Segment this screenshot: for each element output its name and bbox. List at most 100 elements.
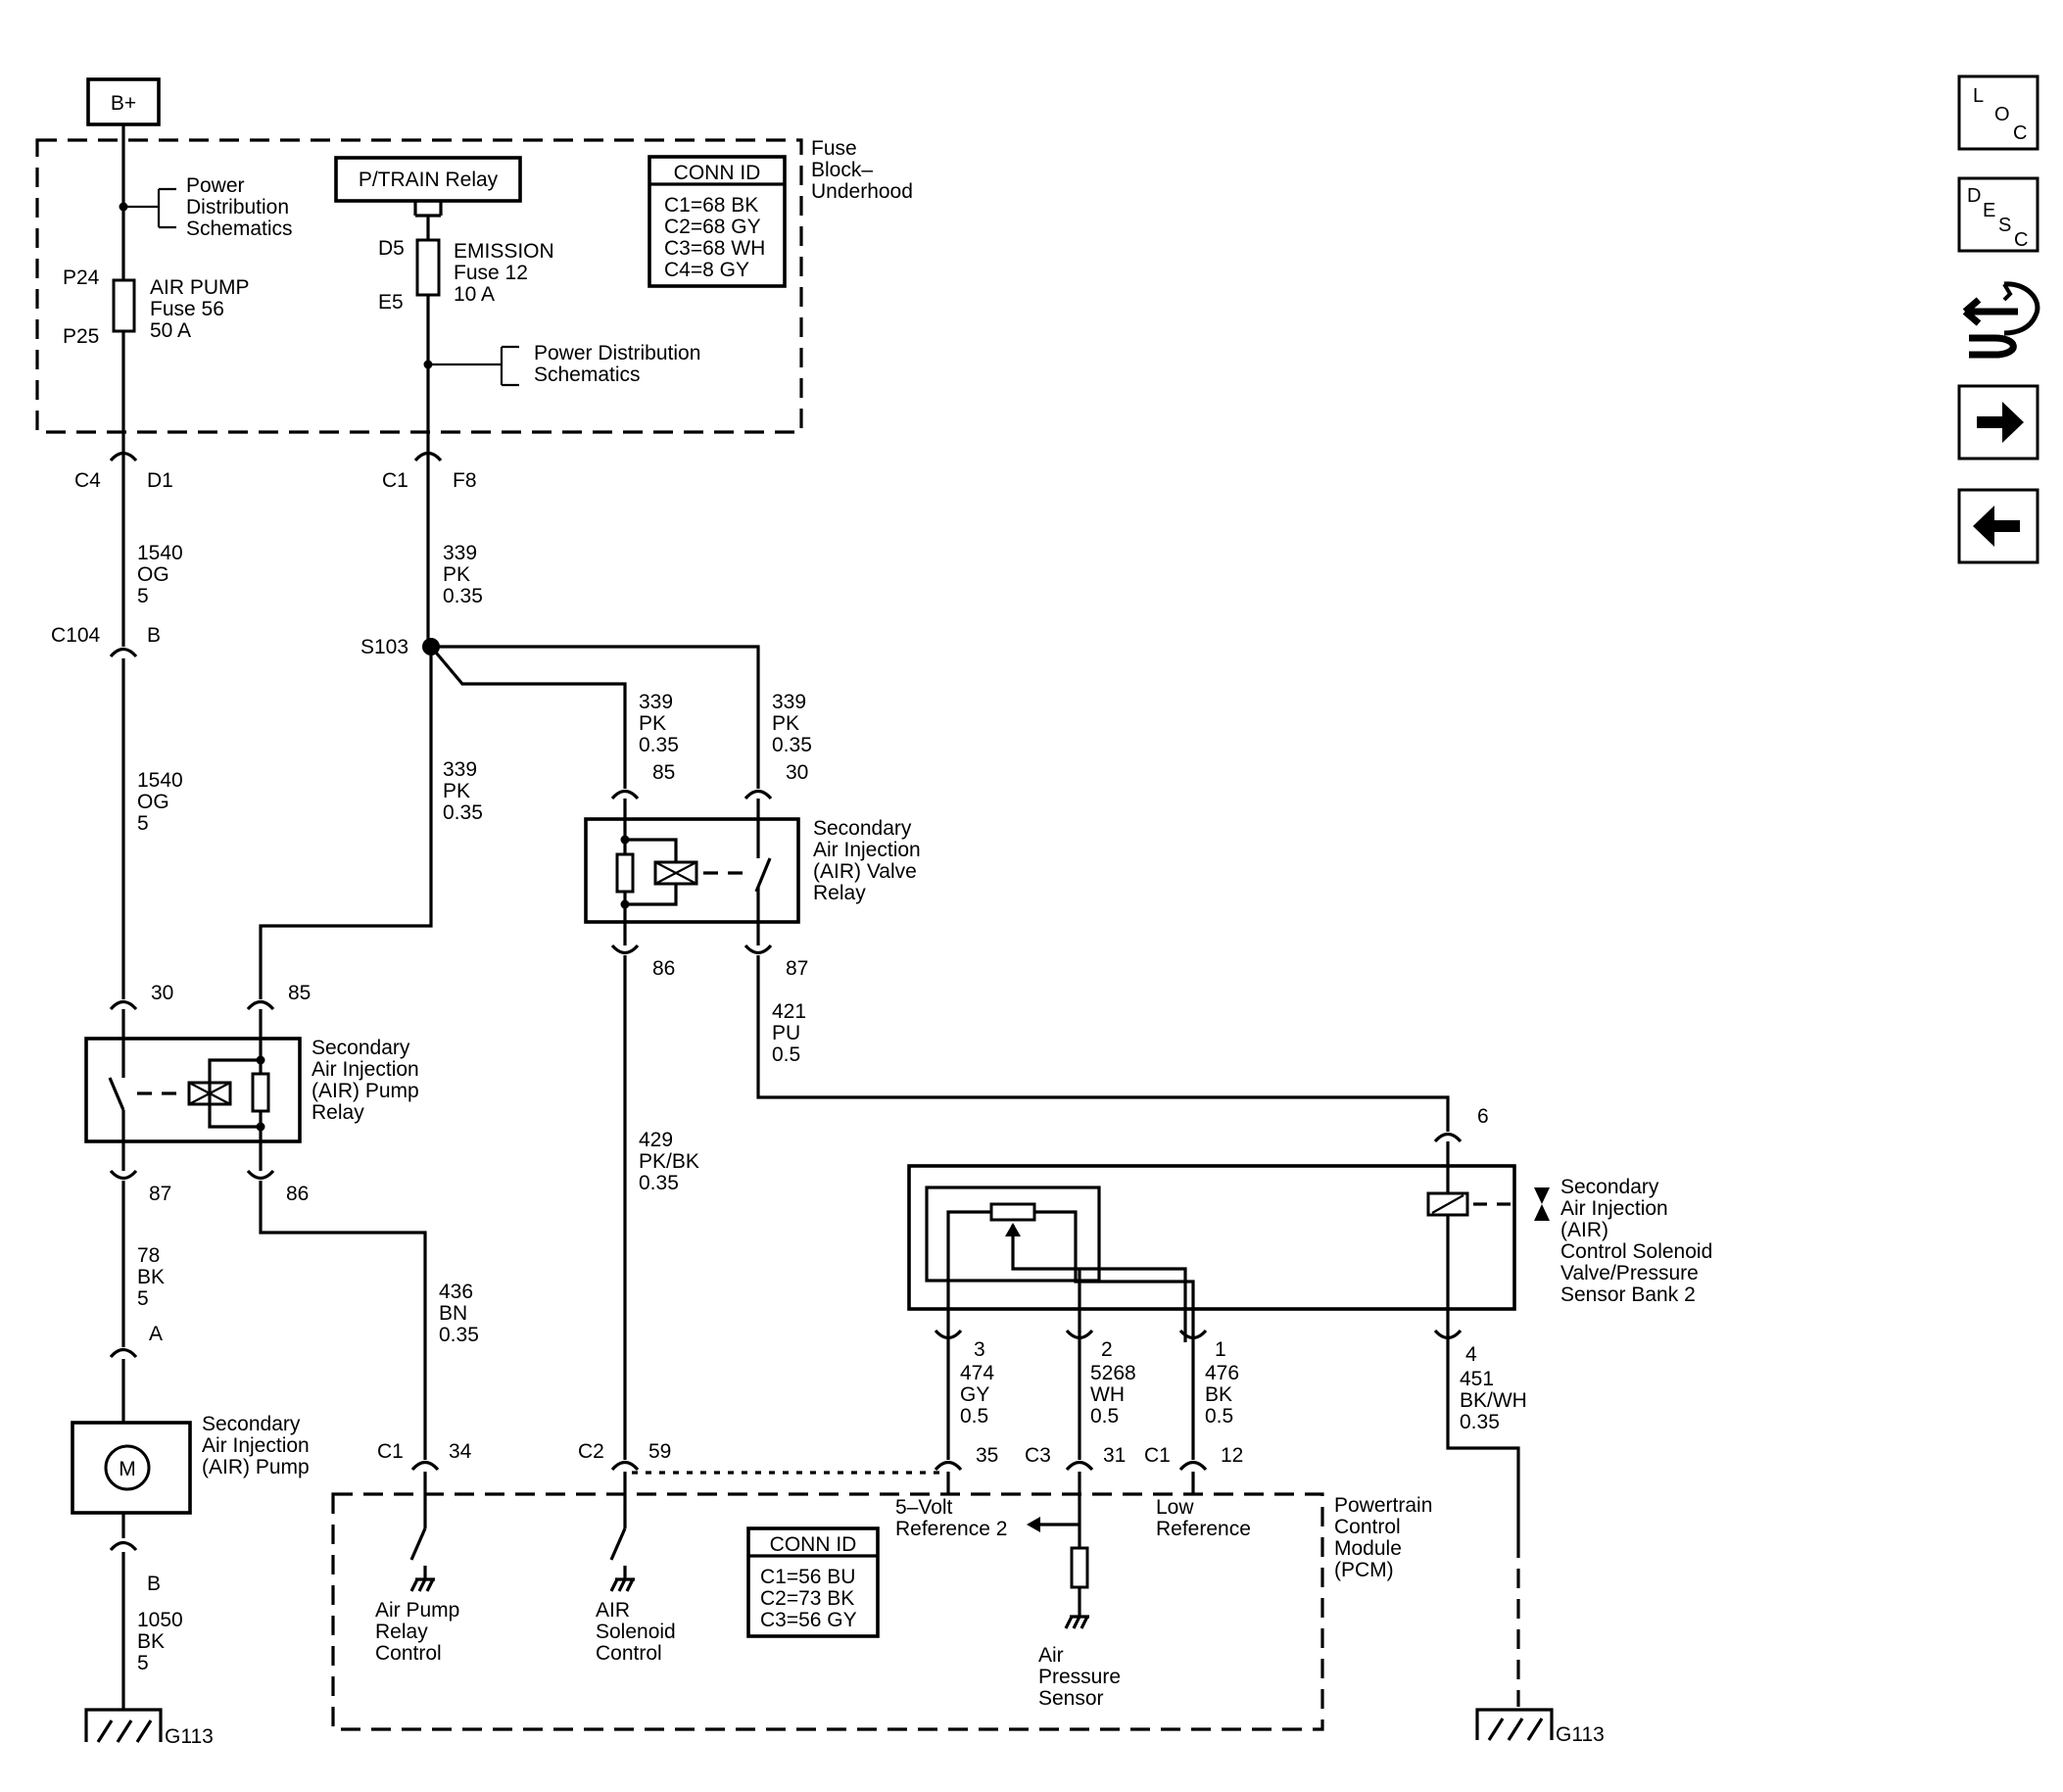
svg-text:474: 474 — [960, 1362, 994, 1384]
svg-text:429: 429 — [639, 1129, 673, 1151]
svg-text:0.5: 0.5 — [1090, 1405, 1119, 1428]
desc-icon[interactable]: D E S C — [1957, 176, 2039, 253]
svg-text:Air Pump: Air Pump — [375, 1599, 459, 1622]
svg-text:PU: PU — [772, 1022, 800, 1044]
svg-text:0.35: 0.35 — [439, 1324, 479, 1346]
svg-text:Air Injection: Air Injection — [813, 839, 921, 861]
air-pump-label: Secondary Air Injection (AIR) Pump — [202, 1413, 310, 1478]
svg-text:AIR: AIR — [596, 1599, 630, 1622]
svg-text:C1=56 BU: C1=56 BU — [760, 1566, 855, 1588]
pump-relay-box — [84, 1009, 302, 1171]
svg-text:Air Injection: Air Injection — [312, 1058, 419, 1081]
svg-text:87: 87 — [786, 957, 808, 980]
valve-relay-label: Secondary Air Injection (AIR) Valve Rela… — [813, 817, 921, 904]
wire-339-top: 339 PK 0.35 — [443, 542, 483, 607]
svg-text:Secondary: Secondary — [813, 817, 912, 840]
svg-text:50 A: 50 A — [150, 319, 191, 342]
arrow-left-icon[interactable] — [1957, 488, 2039, 564]
svg-text:C3=68 WH: C3=68 WH — [664, 237, 765, 260]
svg-text:C: C — [2013, 122, 2027, 144]
pcm-label: Powertrain Control Module (PCM) — [1334, 1494, 1432, 1581]
svg-text:O: O — [1994, 104, 2010, 125]
svg-text:PK: PK — [443, 563, 470, 586]
svg-text:(AIR) Pump: (AIR) Pump — [202, 1456, 310, 1478]
svg-text:Fuse 56: Fuse 56 — [150, 298, 224, 320]
svg-text:Relay: Relay — [312, 1101, 364, 1124]
fuse-56-symbol — [112, 278, 136, 333]
svg-text:Control Solenoid: Control Solenoid — [1560, 1240, 1712, 1263]
arrow-right-icon[interactable] — [1957, 384, 2039, 460]
svg-text:A: A — [149, 1323, 163, 1345]
svg-text:339: 339 — [443, 758, 477, 781]
svg-text:G113: G113 — [1556, 1723, 1605, 1746]
svg-text:D: D — [1967, 185, 1981, 207]
wire-339-mid: 339 PK 0.35 — [443, 758, 483, 824]
svg-text:35: 35 — [976, 1444, 998, 1467]
wire-429: 429 PK/BK 0.35 — [639, 1129, 699, 1194]
connector-swap-icon[interactable] — [1962, 281, 2040, 359]
svg-text:Air Injection: Air Injection — [1560, 1197, 1668, 1220]
svg-text:B: B — [147, 1573, 161, 1595]
svg-text:S: S — [1998, 215, 2011, 236]
svg-text:0.35: 0.35 — [639, 1172, 679, 1194]
svg-text:86: 86 — [286, 1183, 309, 1205]
svg-text:C4: C4 — [74, 469, 101, 492]
wire-1050: 1050 BK 5 — [137, 1609, 183, 1674]
svg-text:C1: C1 — [382, 469, 408, 492]
fuse-12-symbol — [415, 238, 441, 297]
svg-text:B: B — [147, 624, 161, 647]
ptrain-relay-box: P/TRAIN Relay — [334, 156, 522, 203]
loc-icon[interactable]: L O C — [1957, 74, 2039, 151]
power-dist-label-2: Power Distribution Schematics — [534, 342, 700, 386]
svg-text:87: 87 — [149, 1183, 171, 1205]
svg-text:C3: C3 — [1025, 1444, 1051, 1467]
svg-text:Secondary: Secondary — [1560, 1176, 1659, 1198]
svg-text:(AIR) Valve: (AIR) Valve — [813, 860, 917, 883]
motor-icon: M — [119, 1458, 136, 1480]
conn-id-pcm: CONN ID C1=56 BU C2=73 BK C3=56 GY — [746, 1526, 880, 1638]
svg-text:1: 1 — [1215, 1338, 1226, 1361]
svg-text:BK/WH: BK/WH — [1460, 1389, 1527, 1412]
svg-text:Sensor Bank 2: Sensor Bank 2 — [1560, 1283, 1696, 1306]
svg-text:Reference: Reference — [1156, 1518, 1251, 1540]
svg-text:0.35: 0.35 — [443, 801, 483, 824]
svg-text:Module: Module — [1334, 1537, 1402, 1560]
wire-1540-mid: 1540 OG 5 — [137, 769, 183, 835]
power-dist-label-1: Power Distribution Schematics — [186, 174, 293, 240]
svg-text:339: 339 — [772, 691, 806, 713]
svg-text:C: C — [2014, 229, 2028, 251]
svg-text:C4=8 GY: C4=8 GY — [664, 259, 749, 281]
svg-text:0.35: 0.35 — [443, 585, 483, 607]
svg-text:Power: Power — [186, 174, 245, 197]
svg-text:C1=68 BK: C1=68 BK — [664, 194, 758, 217]
svg-text:C104: C104 — [51, 624, 101, 647]
svg-text:GY: GY — [960, 1383, 989, 1406]
svg-text:31: 31 — [1103, 1444, 1126, 1467]
wire-476: 476 BK 0.5 — [1205, 1362, 1239, 1428]
svg-text:451: 451 — [1460, 1368, 1494, 1390]
solenoid-sensor-box — [907, 1164, 1550, 1342]
svg-text:OG: OG — [137, 563, 169, 586]
svg-text:Valve/Pressure: Valve/Pressure — [1560, 1262, 1699, 1284]
svg-text:PK: PK — [443, 780, 470, 802]
svg-text:C1: C1 — [377, 1440, 404, 1463]
svg-text:AIR PUMP: AIR PUMP — [150, 276, 250, 299]
svg-text:5: 5 — [137, 1287, 149, 1310]
svg-text:PK: PK — [639, 712, 666, 735]
svg-text:BK: BK — [137, 1630, 165, 1653]
svg-text:6: 6 — [1477, 1105, 1489, 1128]
svg-text:WH: WH — [1090, 1383, 1125, 1406]
air-pump-relay-control-label: Air Pump Relay Control — [375, 1599, 459, 1665]
svg-text:Control: Control — [375, 1642, 442, 1665]
svg-text:(AIR): (AIR) — [1560, 1219, 1608, 1241]
svg-text:5: 5 — [137, 585, 149, 607]
svg-text:339: 339 — [443, 542, 477, 564]
svg-text:1540: 1540 — [137, 769, 183, 792]
svg-text:Control: Control — [596, 1642, 662, 1665]
svg-text:3: 3 — [974, 1338, 985, 1361]
svg-text:BK: BK — [1205, 1383, 1232, 1406]
svg-text:Schematics: Schematics — [186, 218, 293, 240]
svg-text:C2=73 BK: C2=73 BK — [760, 1587, 854, 1610]
svg-text:2: 2 — [1101, 1338, 1113, 1361]
svg-text:4: 4 — [1465, 1343, 1477, 1366]
